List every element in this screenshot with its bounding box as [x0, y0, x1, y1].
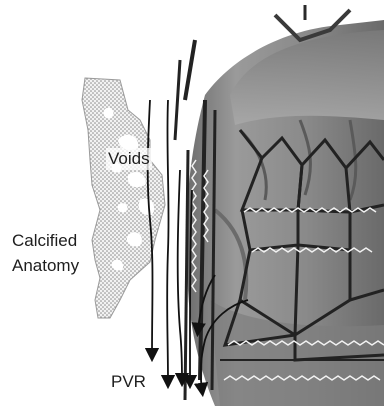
valve-body — [187, 5, 384, 406]
calcified-label: Calcified — [12, 230, 77, 252]
voids-label: Voids — [106, 148, 152, 170]
anatomy-label: Anatomy — [12, 255, 79, 277]
pvr-label: PVR — [111, 371, 146, 393]
